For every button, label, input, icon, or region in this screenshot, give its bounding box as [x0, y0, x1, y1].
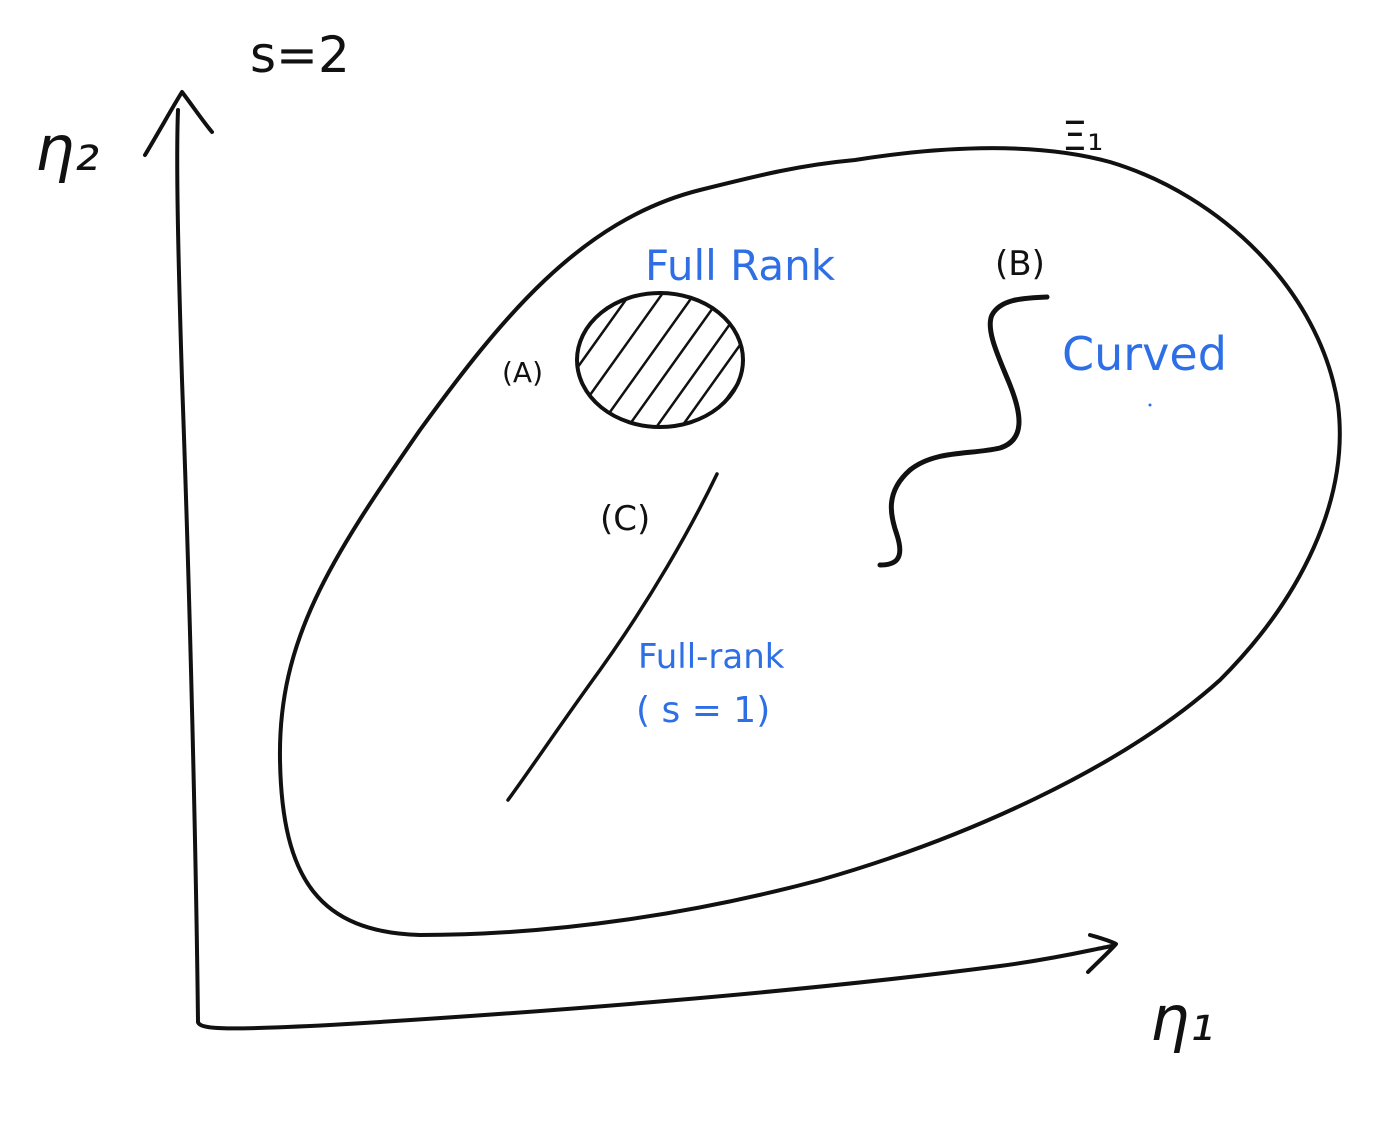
full-rank-label: Full Rank: [645, 241, 836, 290]
stray-dot: [1148, 403, 1152, 407]
region-a-label: (A): [502, 356, 543, 389]
y-axis-label: η₂: [35, 112, 99, 185]
x-axis-arrowhead: [1086, 933, 1118, 974]
s-value-label: s=2: [250, 26, 350, 84]
full-rank-line-s-label: ( s = 1): [636, 690, 770, 731]
y-axis-arrowhead: [143, 90, 214, 157]
region-c-line: [506, 472, 719, 802]
x-axis-label: η₁: [1150, 982, 1214, 1055]
full-rank-line-label: Full-rank: [638, 637, 785, 677]
parameter-space-label: Ξ₁: [1062, 114, 1103, 160]
curved-label: Curved: [1062, 327, 1227, 381]
region-a-ellipse: [575, 291, 745, 429]
parameter-space-boundary: [277, 146, 1342, 937]
region-c-label: (C): [600, 499, 650, 539]
y-axis: [175, 108, 200, 1024]
region-b-curve: [877, 294, 1050, 568]
x-axis: [196, 944, 1114, 1031]
region-b-label: (B): [995, 244, 1045, 284]
